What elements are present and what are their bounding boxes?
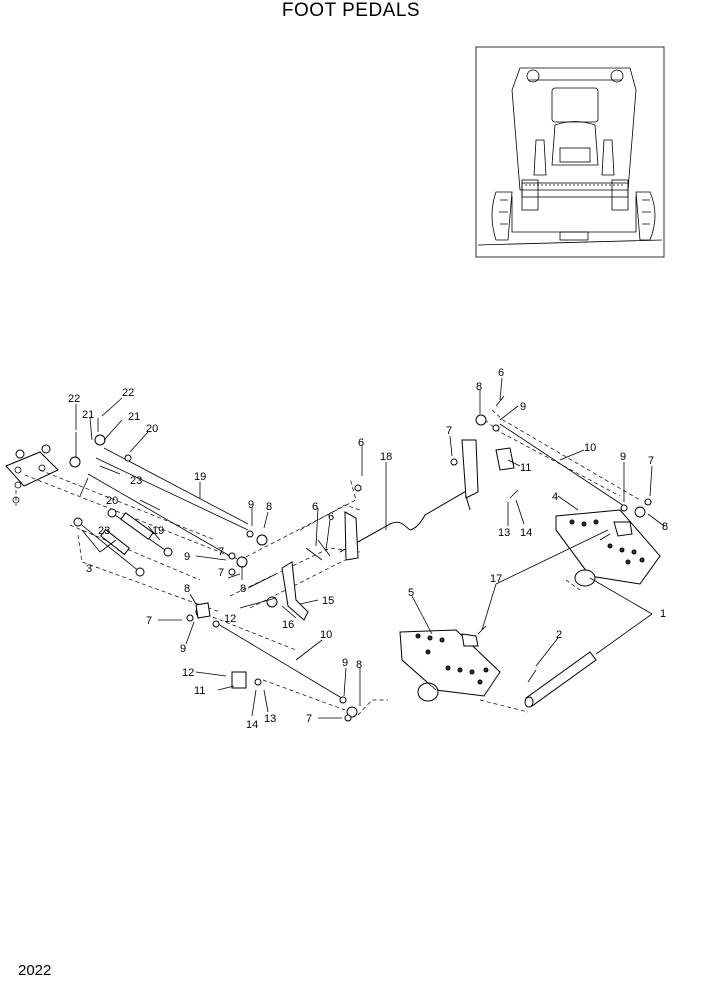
callout-labels: 1 2 3 4 5 6 6 6 6 7 7 7 7 7 7 8 8 8 8 8 … [68,367,668,731]
callout-7a: 7 [446,425,452,437]
callout-22a: 22 [68,393,80,405]
callout-13a: 13 [264,713,276,725]
callout-20a: 20 [146,423,158,435]
callout-13b: 13 [498,527,510,539]
callout-12b: 12 [224,613,236,625]
callout-17: 17 [490,573,502,585]
callout-11b: 11 [520,462,531,474]
callout-9a: 9 [248,499,254,511]
callout-21b: 21 [128,411,140,423]
callout-8a: 8 [476,381,482,393]
callout-6c: 6 [312,501,318,513]
rod-right [499,423,625,507]
callout-7e: 7 [146,615,152,627]
callout-6d: 6 [328,511,334,523]
middle-rod [87,473,231,557]
callout-4: 4 [552,491,558,503]
callout-21a: 21 [82,409,94,421]
callout-16: 16 [282,619,294,631]
callout-5: 5 [408,587,414,599]
callout-9d: 9 [180,643,186,655]
callout-6a: 6 [358,437,364,449]
callout-22b: 22 [122,387,134,399]
callout-6b: 6 [498,367,504,379]
callout-15: 15 [322,595,334,607]
bracket-plate [5,444,59,506]
page-number: 2022 [18,962,52,979]
callout-12a: 12 [182,667,194,679]
callout-14a: 14 [246,719,258,731]
lower-rod-left [217,623,346,701]
cross-shaft [339,439,479,561]
callout-7c: 7 [218,546,224,558]
callout-14b: 14 [520,527,532,539]
callout-9f: 9 [620,451,626,463]
callout-8f: 8 [662,521,668,533]
callout-10a: 10 [320,629,332,641]
pedal-left [399,629,501,702]
callout-3: 3 [86,563,92,575]
callout-8b: 8 [266,501,272,513]
callout-9c: 9 [184,551,190,563]
callout-23a: 23 [130,475,142,487]
page-title: FOOT PEDALS [281,0,421,21]
callout-1: 1 [660,608,666,620]
machine-inset [475,46,665,258]
callout-8d: 8 [184,583,190,595]
callout-18: 18 [380,451,392,463]
callout-20b: 20 [106,495,118,507]
callout-9b: 9 [520,401,526,413]
callout-8e: 8 [356,659,362,671]
leader-lines [75,377,665,719]
pedal-right [555,509,661,587]
callout-8c: 8 [240,583,246,595]
pivot-tube [524,651,597,708]
callout-7b: 7 [648,455,654,467]
pivot-bracket [266,561,309,621]
adjuster-assembly [73,508,173,577]
callout-10b: 10 [584,442,596,454]
callout-7f: 7 [306,713,312,725]
callout-7d: 7 [218,567,224,579]
callout-19b: 19 [152,525,164,537]
callout-23b: 23 [98,525,110,537]
callout-19a: 19 [194,471,206,483]
callout-9e: 9 [342,657,348,669]
callout-11a: 11 [194,685,205,697]
hardware [69,395,652,722]
callout-2: 2 [556,629,562,641]
